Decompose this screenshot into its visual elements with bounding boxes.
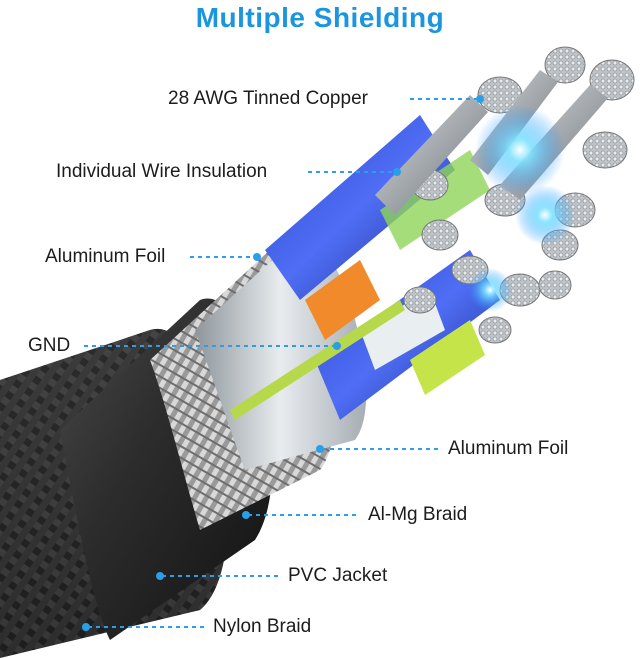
label-nylon: Nylon Braid: [213, 616, 312, 637]
label-jacket: PVC Jacket: [288, 565, 388, 586]
diagram-title: Multiple Shielding: [195, 2, 445, 33]
label-insulation: Individual Wire Insulation: [56, 161, 268, 182]
leader-dots: [82, 95, 484, 631]
label-foil-left: Aluminum Foil: [45, 246, 166, 267]
label-copper: 28 AWG Tinned Copper: [168, 88, 368, 109]
label-gnd: GND: [28, 335, 71, 356]
energy-glow: [468, 105, 575, 312]
label-braid: Al-Mg Braid: [368, 504, 468, 525]
leader-lines: [84, 98, 478, 628]
label-foil-right: Aluminum Foil: [448, 438, 569, 459]
